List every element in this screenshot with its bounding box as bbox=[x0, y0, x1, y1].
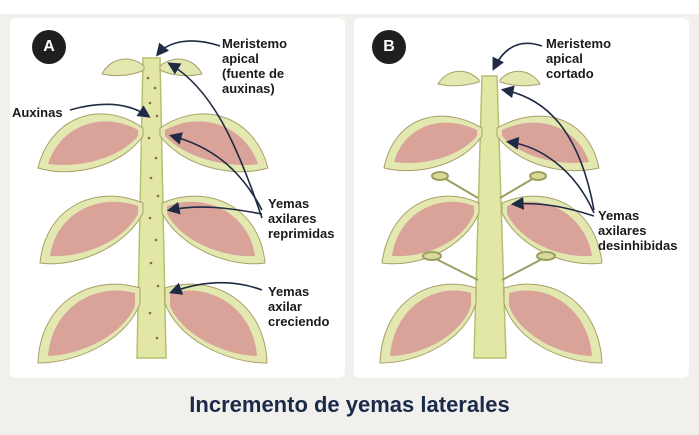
label-auxins: Auxinas bbox=[12, 105, 63, 120]
panel-a: A Meristemo apical (fuente de auxinas) A… bbox=[10, 18, 345, 378]
badge-b: B bbox=[372, 30, 406, 64]
stem-b bbox=[474, 76, 506, 358]
label-growing-bud: Yemas axilar creciendo bbox=[268, 284, 329, 329]
label-meristem-cut: Meristemo apical cortado bbox=[546, 36, 611, 81]
plant-b-illustration bbox=[354, 18, 689, 378]
panel-b: B Meristemo apical cortado Yemas axilare… bbox=[354, 18, 689, 378]
figure-title: Incremento de yemas laterales bbox=[0, 392, 699, 418]
top-strip bbox=[0, 0, 699, 14]
label-meristem-apical: Meristemo apical (fuente de auxinas) bbox=[222, 36, 287, 96]
label-released-buds: Yemas axilares desinhibidas bbox=[598, 208, 677, 253]
label-repressed-buds: Yemas axilares reprimidas bbox=[268, 196, 334, 241]
badge-a: A bbox=[32, 30, 66, 64]
